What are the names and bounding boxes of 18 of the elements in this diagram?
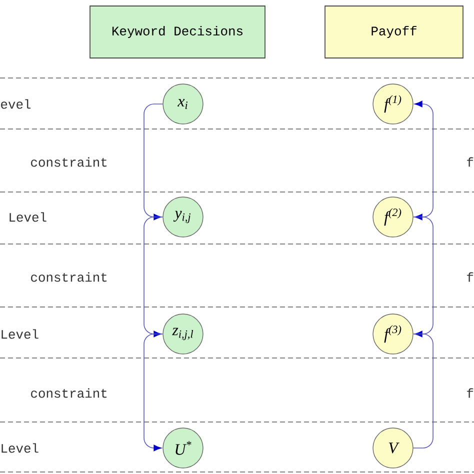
row-label: f — [467, 272, 474, 282]
header-box: Keyword Decisions — [90, 6, 266, 58]
arrow — [144, 216, 164, 338]
row-label: constraint — [31, 388, 107, 398]
row-label: evel — [1, 99, 31, 109]
arrow — [412, 330, 434, 448]
row-label: f — [467, 388, 474, 398]
row-label: Level — [2, 443, 38, 453]
row-label: f — [467, 157, 474, 167]
arrow — [144, 104, 164, 220]
row-label: constraint — [31, 157, 107, 167]
arrow — [412, 100, 434, 218]
arrow — [144, 334, 164, 452]
arrow — [412, 214, 434, 334]
row-label: Level — [2, 329, 38, 339]
row-label: Level — [10, 212, 46, 222]
row-label: constraint — [31, 272, 107, 282]
header-box: Payoff — [324, 6, 464, 58]
